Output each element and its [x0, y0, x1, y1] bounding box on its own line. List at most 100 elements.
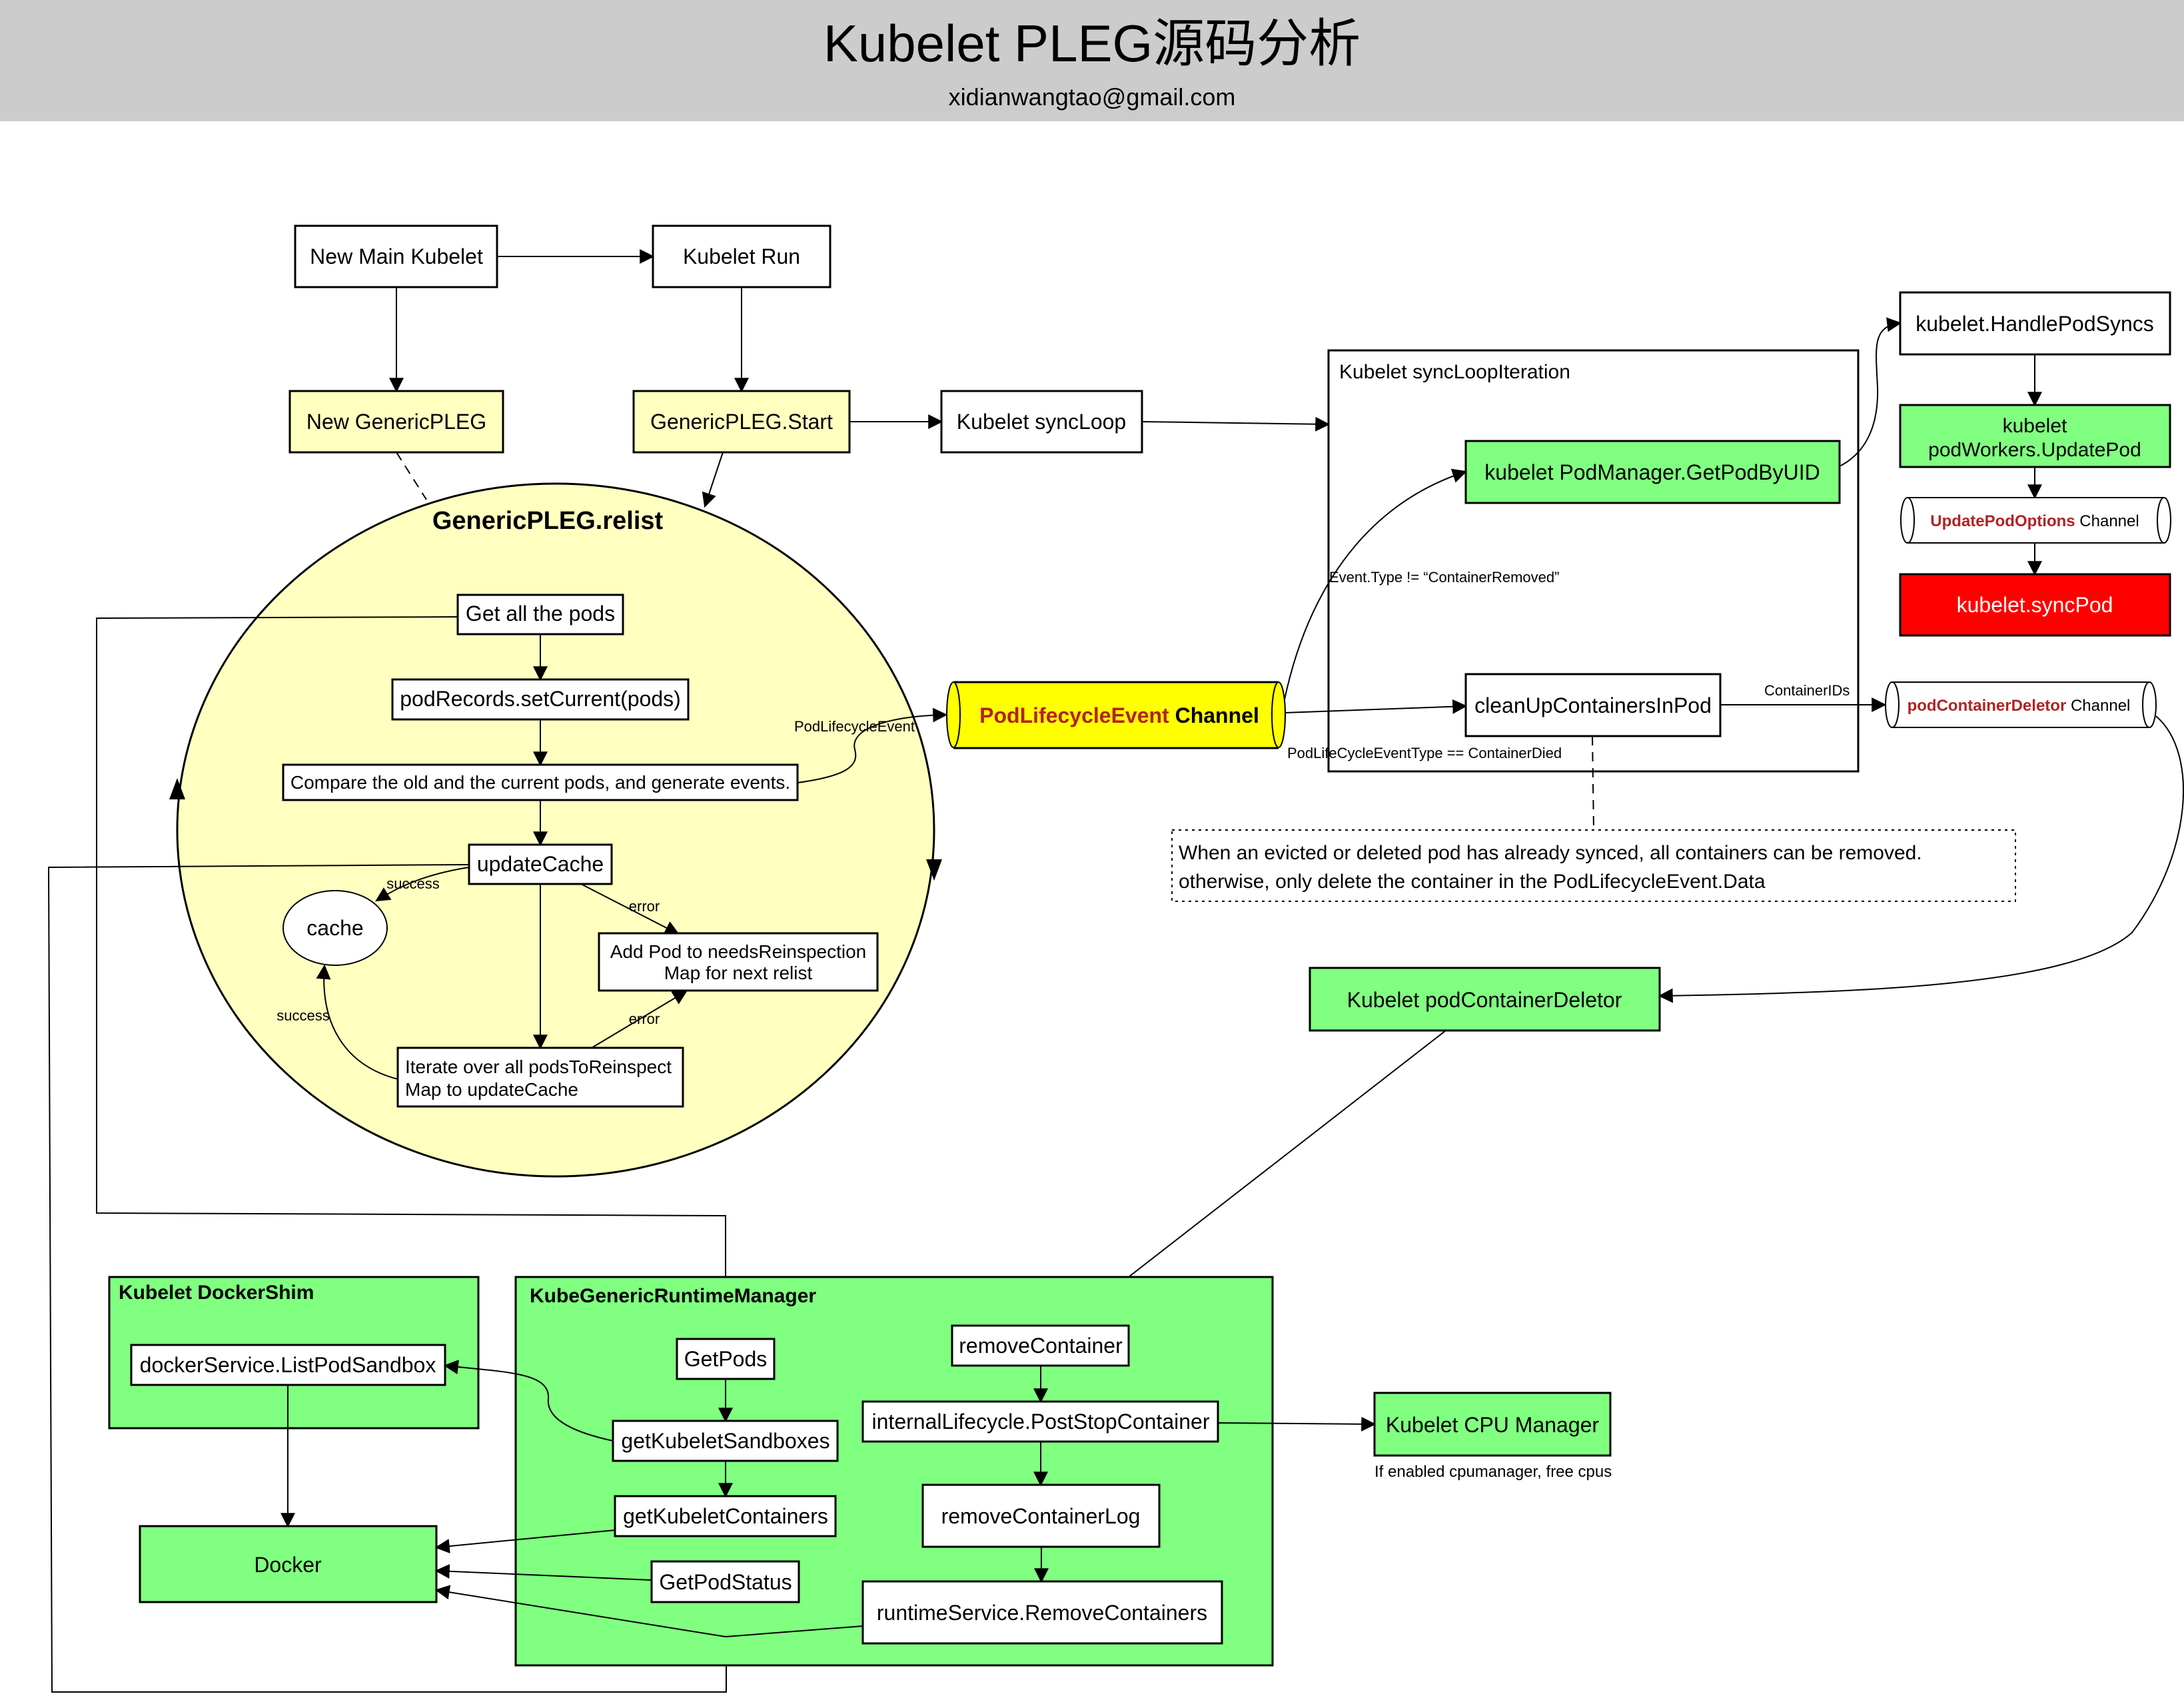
svg-text:PodLifecycleEvent Channel: PodLifecycleEvent Channel	[979, 703, 1259, 727]
node-cpu-manager[interactable]: Kubelet CPU Manager	[1373, 1392, 1612, 1457]
edge-channel-to-cleanup	[1284, 699, 1468, 714]
sync-loop-iteration-title: Kubelet syncLoopIteration	[1339, 361, 1570, 383]
node-new-main-kubelet[interactable]: New Main Kubelet	[294, 224, 498, 288]
node-get-kubelet-sandboxes[interactable]: getKubeletSandboxes	[612, 1420, 839, 1462]
svg-text:Get all the pods: Get all the pods	[466, 602, 615, 626]
svg-text:New GenericPLEG: New GenericPLEG	[306, 410, 486, 434]
edges	[389, 249, 1331, 508]
edge-getpodbyuid-to-handlepodsyncs	[1839, 317, 1902, 467]
node-pod-container-deletor[interactable]: Kubelet podContainerDeletor	[1309, 967, 1661, 1032]
edge-getpodstatus-to-docker	[434, 1563, 652, 1581]
label-error-1: error	[629, 898, 660, 915]
header: Kubelet PLEG源码分析 xidianwangtao@gmail.com	[0, 0, 2184, 121]
node-docker[interactable]: Docker	[139, 1525, 438, 1603]
svg-text:Add Pod to needsReinspection: Add Pod to needsReinspection	[610, 941, 867, 962]
svg-text:getKubeletContainers: getKubeletContainers	[623, 1504, 828, 1528]
edge-channel-to-getpodbyuid	[1284, 468, 1468, 700]
node-post-stop-container[interactable]: internalLifecycle.PostStopContainer	[861, 1400, 1219, 1443]
svg-text:removeContainer: removeContainer	[959, 1334, 1123, 1358]
node-get-pods[interactable]: GetPods	[676, 1338, 776, 1380]
node-kubelet-sync-loop[interactable]: Kubelet syncLoop	[940, 390, 1143, 454]
svg-text:Map to updateCache: Map to updateCache	[405, 1079, 578, 1100]
label-error-2: error	[629, 1011, 660, 1027]
relist-title: GenericPLEG.relist	[432, 507, 664, 535]
docker-shim-title: Kubelet DockerShim	[119, 1282, 314, 1304]
svg-text:updateCache: updateCache	[477, 852, 604, 876]
note-line-1: When an evicted or deleted pod has alrea…	[1179, 842, 1922, 864]
svg-text:Kubelet Run: Kubelet Run	[683, 244, 800, 268]
edge-iterate-success-cache	[316, 964, 398, 1080]
node-add-pod-reinspection[interactable]: Add Pod to needsReinspection Map for nex…	[598, 932, 879, 992]
svg-text:kubelet.HandlePodSyncs: kubelet.HandlePodSyncs	[1915, 312, 2154, 336]
label-success-2: success	[276, 1007, 329, 1024]
node-sync-pod[interactable]: kubelet.syncPod	[1899, 573, 2171, 637]
update-pod-options-channel[interactable]: UpdatePodOptions Channel	[1900, 497, 2171, 544]
node-get-pod-status[interactable]: GetPodStatus	[650, 1560, 800, 1603]
edge-sandboxes-to-listpodsandbox	[443, 1360, 614, 1442]
edge-removecontainers-to-docker	[434, 1585, 863, 1638]
edge-updatecache-success-cache	[375, 867, 470, 902]
svg-text:Kubelet CPU Manager: Kubelet CPU Manager	[1386, 1413, 1600, 1437]
svg-text:kubelet.syncPod: kubelet.syncPod	[1957, 593, 2113, 617]
node-compare-pods[interactable]: Compare the old and the current pods, an…	[282, 763, 799, 801]
node-get-pod-by-uid[interactable]: kubelet PodManager.GetPodByUID	[1464, 440, 1841, 504]
node-remove-container[interactable]: removeContainer	[951, 1324, 1130, 1367]
svg-text:GetPods: GetPods	[684, 1347, 768, 1371]
svg-text:Kubelet syncLoop: Kubelet syncLoop	[957, 410, 1126, 434]
svg-text:removeContainerLog: removeContainerLog	[941, 1504, 1141, 1528]
node-generic-pleg-start[interactable]: GenericPLEG.Start	[632, 390, 851, 454]
docker-shim-group: Kubelet DockerShim dockerService.ListPod…	[108, 1276, 480, 1430]
edge-poststop-to-cpumanager	[1217, 1416, 1376, 1432]
note-line-2: otherwise, only delete the container in …	[1179, 871, 1766, 893]
node-cache[interactable]: cache	[282, 890, 388, 966]
svg-text:Kubelet podContainerDeletor: Kubelet podContainerDeletor	[1347, 988, 1622, 1012]
node-get-kubelet-containers[interactable]: getKubeletContainers	[614, 1495, 837, 1537]
header-background	[0, 0, 2184, 121]
edge-start-to-relist	[702, 452, 724, 508]
node-new-generic-pleg[interactable]: New GenericPLEG	[288, 390, 504, 454]
node-cleanup-containers[interactable]: cleanUpContainersInPod	[1464, 673, 1722, 737]
node-remove-container-log[interactable]: removeContainerLog	[921, 1484, 1161, 1548]
edge-updatecache-error	[580, 883, 680, 935]
svg-text:GetPodStatus: GetPodStatus	[659, 1570, 792, 1594]
cycle-arrow-up-icon	[169, 778, 185, 799]
pod-container-deletor-channel[interactable]: podContainerDeletor Channel	[1885, 681, 2157, 728]
node-kubelet-run[interactable]: Kubelet Run	[652, 224, 831, 288]
label-success-1: success	[386, 875, 439, 892]
node-iterate-reinspect[interactable]: Iterate over all podsToReinspect Map to …	[396, 1047, 684, 1108]
node-pod-workers-update-pod[interactable]: kubelet podWorkers.UpdatePod	[1899, 404, 2171, 468]
page-title: Kubelet PLEG源码分析	[823, 14, 1361, 73]
edge-iterate-error	[591, 990, 688, 1049]
svg-text:getKubeletSandboxes: getKubeletSandboxes	[621, 1429, 829, 1453]
node-update-cache[interactable]: updateCache	[468, 843, 613, 885]
node-get-all-pods[interactable]: Get all the pods	[456, 594, 624, 636]
svg-text:runtimeService.RemoveContainer: runtimeService.RemoveContainers	[877, 1601, 1207, 1625]
svg-text:podContainerDeletor Channel: podContainerDeletor Channel	[1908, 697, 2131, 715]
update-pod-options-suffix: Channel	[2075, 512, 2139, 530]
svg-text:GenericPLEG.Start: GenericPLEG.Start	[650, 410, 833, 434]
relist-ellipse	[176, 482, 935, 1178]
node-remove-containers[interactable]: runtimeService.RemoveContainers	[861, 1580, 1223, 1645]
node-pod-records-set-current[interactable]: podRecords.setCurrent(pods)	[391, 678, 690, 721]
svg-text:kubelet: kubelet	[2003, 415, 2067, 437]
node-handle-pod-syncs[interactable]: kubelet.HandlePodSyncs	[1899, 291, 2171, 356]
kgrm-title: KubeGenericRuntimeManager	[530, 1285, 816, 1307]
label-pod-lifecycle-event: PodLifecycleEvent	[794, 718, 915, 735]
node-list-pod-sandbox[interactable]: dockerService.ListPodSandbox	[130, 1344, 446, 1386]
svg-text:cleanUpContainersInPod: cleanUpContainersInPod	[1474, 693, 1712, 717]
svg-text:Compare the old and the curren: Compare the old and the current pods, an…	[290, 772, 790, 793]
svg-text:dockerService.ListPodSandbox: dockerService.ListPodSandbox	[140, 1353, 436, 1377]
ple-channel-name: PodLifecycleEvent	[979, 703, 1169, 727]
kgrm-group: KubeGenericRuntimeManager GetPods getKub…	[434, 1276, 1274, 1667]
svg-text:kubelet PodManager.GetPodByUID: kubelet PodManager.GetPodByUID	[1484, 460, 1820, 484]
edge-getallpods-to-getpods	[96, 616, 733, 1340]
note-box: When an evicted or deleted pod has alrea…	[1171, 829, 2016, 902]
label-event-type-not-removed: Event.Type != “ContainerRemoved”	[1329, 569, 1559, 586]
svg-text:Map for next relist: Map for next relist	[664, 963, 813, 983]
svg-text:podWorkers.UpdatePod: podWorkers.UpdatePod	[1928, 439, 2141, 461]
svg-text:Docker: Docker	[254, 1553, 322, 1577]
svg-text:internalLifecycle.PostStopCont: internalLifecycle.PostStopContainer	[872, 1410, 1210, 1434]
edge-containers-to-docker	[434, 1529, 616, 1554]
pod-lifecycle-event-channel[interactable]: PodLifecycleEvent Channel	[946, 681, 1286, 749]
pcd-channel-name: podContainerDeletor	[1908, 697, 2067, 715]
